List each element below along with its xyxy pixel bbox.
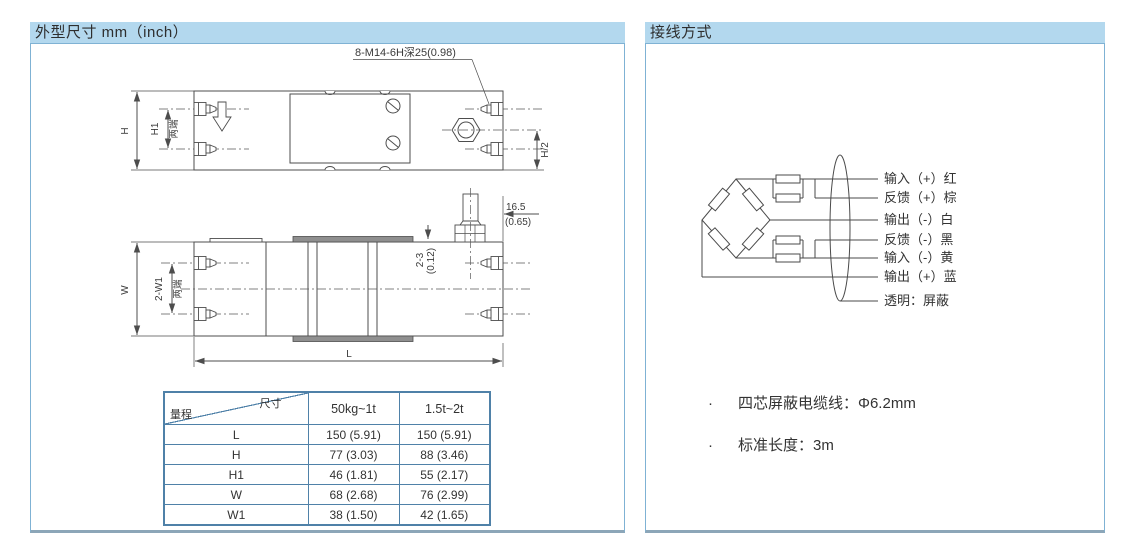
bullet-icon: · xyxy=(708,395,713,412)
row-label: W1 xyxy=(163,504,309,526)
cell-value: 38 (1.50) xyxy=(307,504,400,526)
bridge-circuit xyxy=(701,178,771,259)
dim-label-gland-inch: (0.65) xyxy=(505,217,531,228)
cell-value: 68 (2.68) xyxy=(307,484,400,505)
cell-value: 76 (2.99) xyxy=(398,484,491,505)
corner-label-capacity: 量程 xyxy=(170,409,192,421)
cell-value: 150 (5.91) xyxy=(398,424,491,445)
wire-label-input-minus: 输入（-）黄 xyxy=(884,250,953,265)
wire-label-output-minus: 输出（-）白 xyxy=(884,212,953,227)
dim-label-h-half: H/2 xyxy=(540,142,551,158)
column-header: 50kg~1t xyxy=(307,391,400,425)
load-direction-arrow xyxy=(212,101,232,132)
dim-label-l: L xyxy=(346,349,352,360)
table-row: H1 46 (1.81) 55 (2.17) xyxy=(163,464,491,485)
cell-value: 55 (2.17) xyxy=(398,464,491,485)
table-row: H 77 (3.03) 88 (3.46) xyxy=(163,444,491,465)
bullet-icon: · xyxy=(708,437,713,454)
dim-label-plate-inch: (0.12) xyxy=(426,248,437,274)
dim-label-w1-note: 两端 xyxy=(172,279,184,299)
table-row: L 150 (5.91) 150 (5.91) xyxy=(163,424,491,445)
wiring-diagram: 输入（+）红 反馈（+）棕 输出（-）白 反馈（-）黑 输入（-）黄 输出（+）… xyxy=(701,154,957,308)
cover-plate xyxy=(289,93,411,164)
dimensions-table: 尺寸 量程 50kg~1t 1.5t~2t L 150 (5.91) 150 (… xyxy=(163,391,491,526)
cable-gland xyxy=(454,188,486,279)
table-header-row: 尺寸 量程 50kg~1t 1.5t~2t xyxy=(163,391,491,425)
dim-label-h1-note: 两端 xyxy=(168,119,180,139)
dim-label-gland: 16.5 xyxy=(506,202,526,213)
wire-label-input-plus: 输入（+）红 xyxy=(884,171,957,186)
note-cable-length: · 标准长度：3m xyxy=(708,434,834,455)
dimensions-panel: 外型尺寸 mm（inch） xyxy=(30,22,625,533)
dim-label-h: H xyxy=(120,127,131,134)
wire-label-sense-minus: 反馈（-）黑 xyxy=(884,232,953,247)
note-text: 四芯屏蔽电缆线：Φ6.2mm xyxy=(738,395,916,412)
compensation-resistors xyxy=(775,174,801,263)
table-row: W 68 (2.68) 76 (2.99) xyxy=(163,484,491,505)
cell-value: 42 (1.65) xyxy=(398,504,491,526)
cell-value: 46 (1.81) xyxy=(307,464,400,485)
wire-label-output-plus: 输出（+）蓝 xyxy=(884,269,957,284)
cell-value: 88 (3.46) xyxy=(398,444,491,465)
cable-ellipse xyxy=(829,154,851,302)
dimensions-panel-title: 外型尺寸 mm（inch） xyxy=(30,22,625,43)
row-label: H xyxy=(163,444,309,465)
corner-label-size: 尺寸 xyxy=(259,398,282,410)
table-row: W1 38 (1.50) 42 (1.65) xyxy=(163,504,491,526)
dim-label-w1: 2-W1 xyxy=(154,277,165,301)
cell-value: 150 (5.91) xyxy=(307,424,400,445)
side-view-drawing: H H1 两端 xyxy=(120,46,551,171)
column-header: 1.5t~2t xyxy=(398,391,491,425)
dimension-drawing: H H1 两端 xyxy=(120,46,551,367)
note-cable-spec: · 四芯屏蔽电缆线：Φ6.2mm xyxy=(708,392,916,413)
dim-label-plate: 2-3 xyxy=(415,252,426,267)
note-text: 标准长度：3m xyxy=(738,437,834,454)
wire-label-sense-plus: 反馈（+）棕 xyxy=(884,190,957,205)
dimensions-panel-body: H H1 两端 xyxy=(30,43,625,533)
wire-label-shield: 透明：屏蔽 xyxy=(884,293,949,308)
row-label: W xyxy=(163,484,309,505)
wiring-panel: 接线方式 xyxy=(645,22,1105,533)
plan-view-drawing: W 2-W1 两端 16.5 ( xyxy=(120,188,539,367)
table-corner-cell: 尺寸 量程 xyxy=(163,391,309,425)
thread-annotation: 8-M14-6H深25(0.98) xyxy=(355,46,456,59)
row-label: L xyxy=(163,424,309,445)
wiring-panel-title: 接线方式 xyxy=(645,22,1105,43)
dim-label-w: W xyxy=(120,285,131,295)
row-label: H1 xyxy=(163,464,309,485)
cell-value: 77 (3.03) xyxy=(307,444,400,465)
wiring-panel-body: 输入（+）红 反馈（+）棕 输出（-）白 反馈（-）黑 输入（-）黄 输出（+）… xyxy=(645,43,1105,533)
dim-label-h1: H1 xyxy=(150,122,161,135)
